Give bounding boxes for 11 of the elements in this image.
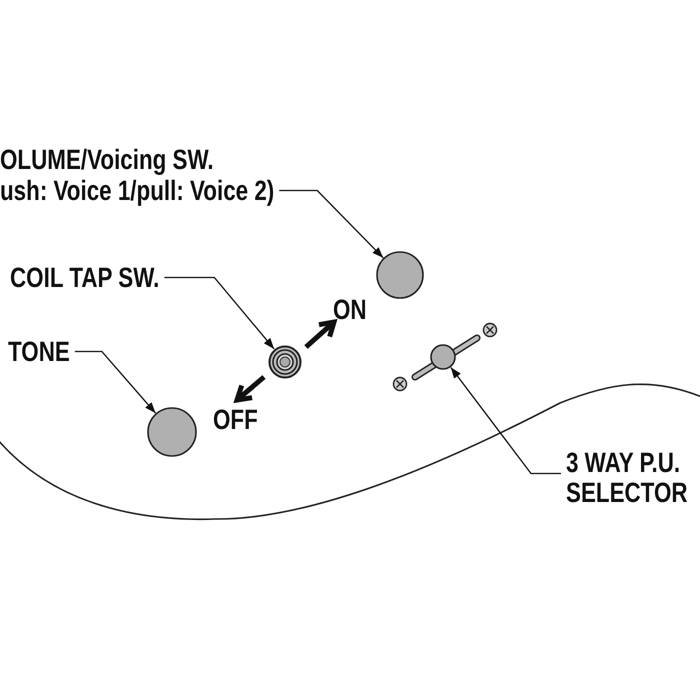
switch-position-label: ON: [333, 294, 367, 325]
callout-label: 3 WAY P.U. SELECTOR: [566, 448, 689, 508]
callout-label: TONE: [8, 336, 70, 367]
switch-position-label: OFF: [213, 404, 258, 435]
callout-note: ush: Voice 1/pull: Voice 2): [0, 175, 274, 206]
leader-line: [74, 350, 156, 414]
callout-label: OLUME/Voicing SW.: [0, 144, 214, 175]
leader-line: [279, 190, 384, 258]
leader-line: [164, 276, 275, 350]
callout-label: COIL TAP SW.: [10, 262, 160, 293]
leader-line: [450, 366, 561, 474]
